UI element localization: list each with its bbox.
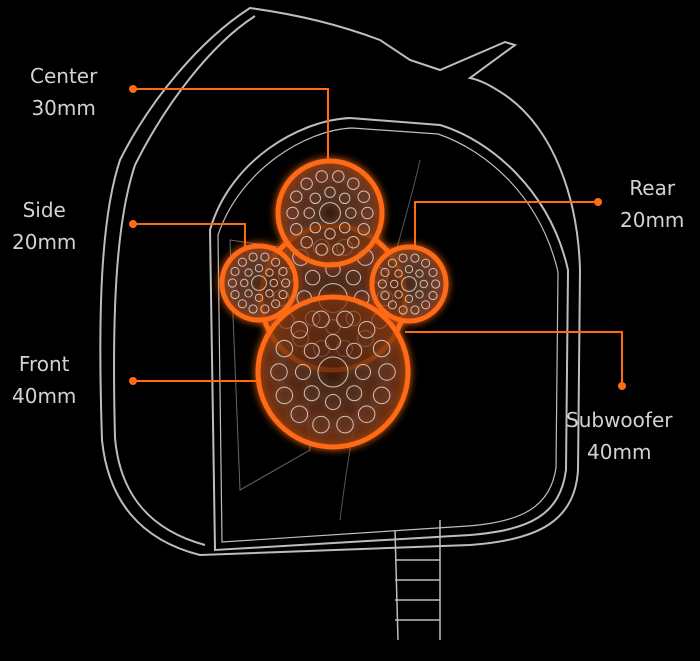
rear-driver-holes	[377, 253, 441, 315]
front-label: Front 40mm	[12, 348, 76, 412]
rear-label: Rear 20mm	[620, 172, 684, 236]
front-size: 40mm	[12, 384, 77, 408]
leader-dots	[129, 85, 626, 390]
center-label: Center 30mm	[30, 60, 97, 124]
rear-driver	[369, 244, 449, 324]
earcup-outline	[99, 6, 582, 641]
front-name: Front	[18, 352, 70, 376]
center-dot	[129, 85, 137, 93]
leader-lines	[133, 88, 623, 386]
rear-name: Rear	[629, 176, 676, 200]
front-dot	[129, 377, 137, 385]
center-driver-holes	[286, 170, 374, 256]
rear-size: 20mm	[620, 208, 685, 232]
side-size: 20mm	[12, 230, 77, 254]
front-driver-holes	[270, 310, 396, 434]
subwoofer-name: Subwoofer	[566, 408, 673, 432]
front-driver	[255, 294, 411, 450]
side-label: Side 20mm	[12, 194, 76, 258]
center-name: Center	[30, 64, 98, 88]
center-driver	[275, 158, 385, 268]
side-name: Side	[22, 198, 66, 222]
side-driver	[219, 243, 299, 323]
side-driver-holes	[227, 252, 291, 314]
side-dot	[129, 220, 137, 228]
rear-dot	[594, 198, 602, 206]
subwoofer-dot	[618, 382, 626, 390]
subwoofer-size: 40mm	[587, 440, 652, 464]
subwoofer-label: Subwoofer 40mm	[566, 404, 672, 468]
center-size: 30mm	[31, 96, 96, 120]
